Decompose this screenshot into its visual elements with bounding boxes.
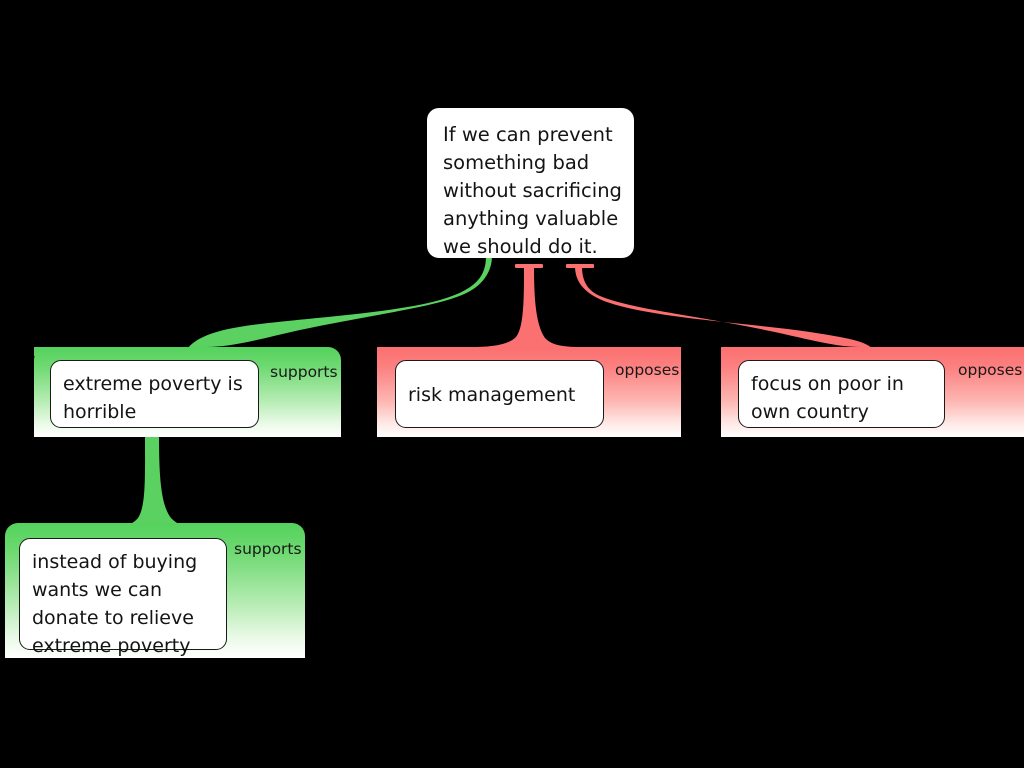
reason-text-line: own country: [751, 401, 869, 423]
relation-label-opposes: opposes: [615, 361, 680, 379]
link-root-to-risk-management[interactable]: [470, 266, 582, 356]
reason-text-line: donate to relieve: [32, 607, 194, 629]
reason-node-instead-of-buying-wants-donate[interactable]: supports instead of buying wants we can …: [5, 523, 305, 658]
root-claim-line: If we can prevent: [443, 123, 613, 146]
link-root-to-extreme-poverty[interactable]: [34, 256, 492, 356]
link-root-to-focus-on-poor[interactable]: [575, 266, 1024, 356]
root-claim-line: something bad: [443, 151, 590, 174]
reason-text-line: horrible: [63, 401, 137, 423]
reason-node-focus-on-poor-in-own-country[interactable]: opposes focus on poor in own country: [721, 347, 1024, 437]
root-claim-line: without sacrificing: [443, 179, 622, 202]
reason-body[interactable]: risk management: [395, 360, 604, 428]
root-claim-line: anything valuable: [443, 207, 619, 230]
stub-risk-management: [515, 264, 543, 268]
reason-node-extreme-poverty-is-horrible[interactable]: supports extreme poverty is horrible: [34, 347, 341, 437]
reason-body[interactable]: focus on poor in own country: [738, 360, 945, 428]
reason-text-line: focus on poor in: [751, 373, 904, 395]
root-claim-node[interactable]: If we can prevent something bad without …: [427, 108, 634, 258]
reason-node-risk-management[interactable]: opposes risk management: [377, 347, 681, 437]
reason-body[interactable]: instead of buying wants we can donate to…: [19, 538, 227, 657]
root-claim-line: we should do it.: [443, 235, 598, 258]
reason-text-line: instead of buying: [32, 551, 198, 573]
relation-label-opposes: opposes: [958, 361, 1023, 379]
relation-label-supports: supports: [234, 540, 302, 558]
reason-text-line: wants we can: [32, 579, 163, 601]
reason-text-line: extreme poverty is: [63, 373, 243, 395]
reason-text-line: extreme poverty: [32, 635, 191, 657]
reason-body[interactable]: extreme poverty is horrible: [50, 360, 259, 428]
reason-text-line: risk management: [408, 383, 576, 406]
stub-focus-on-poor: [566, 264, 594, 268]
relation-label-supports: supports: [270, 363, 338, 381]
